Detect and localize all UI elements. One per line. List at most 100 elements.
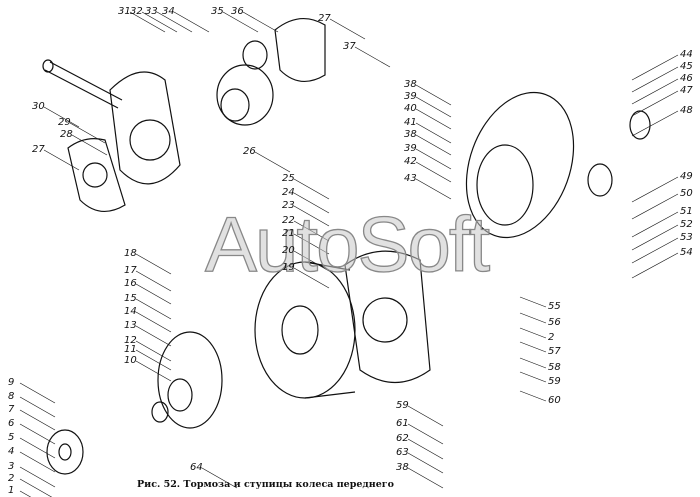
part-label: 21 [282, 228, 295, 239]
leader-line [135, 298, 172, 320]
leader-line [135, 253, 172, 275]
part-label: 50 [680, 188, 693, 199]
part-label: 4 [8, 446, 15, 457]
part-label: 14 [124, 306, 137, 317]
leader-line [354, 46, 391, 68]
part-label: 15 [124, 293, 137, 304]
wheel-hub [151, 331, 223, 429]
part-label: 45 [680, 61, 693, 72]
part-label: 36 [231, 6, 244, 17]
part-label: 56 [548, 317, 561, 328]
brake-shoe-assembly [344, 250, 431, 383]
leader-line [415, 84, 452, 106]
part-label: 30 [32, 101, 45, 112]
part-label: 16 [124, 278, 137, 289]
part-label: 35 [211, 6, 224, 17]
part-label: 29 [58, 117, 71, 128]
part-label: 17 [124, 265, 137, 276]
part-label: 34 [162, 6, 175, 17]
part-label: 7 [8, 404, 15, 415]
brake-drum [254, 261, 356, 399]
leader-line [519, 327, 547, 339]
leader-line [519, 357, 547, 369]
part-label: 53 [680, 232, 693, 243]
part-label: 46 [680, 73, 693, 84]
leader-line [415, 108, 452, 130]
leader-line [201, 467, 238, 489]
part-label: 13 [124, 320, 137, 331]
part-label: 37 [343, 41, 356, 52]
part-label: 2 [548, 332, 555, 343]
leader-line [43, 149, 80, 171]
leader-line [631, 252, 679, 279]
leader-line [407, 405, 444, 427]
leader-line [631, 211, 679, 238]
part-label: 26 [243, 146, 256, 157]
leader-line [19, 382, 56, 404]
leader-line [293, 267, 330, 289]
figure-caption: Рис. 52. Тормоза и ступицы колеса передн… [137, 479, 394, 490]
cover-plate-top [274, 18, 326, 82]
watermark: AutoSoft [204, 200, 491, 288]
leader-line [631, 224, 679, 251]
part-label: 10 [124, 355, 137, 366]
leader-line [519, 341, 547, 353]
leader-line [293, 220, 330, 242]
part-label: 9 [8, 377, 15, 388]
leader-line [415, 122, 452, 144]
leader-line [135, 340, 172, 362]
leader-line [135, 325, 172, 347]
part-label: 48 [680, 105, 693, 116]
part-label: 59 [396, 400, 409, 411]
leader-line [19, 437, 56, 459]
part-label: 61 [396, 418, 409, 429]
part-label: 38 [404, 79, 417, 90]
leader-line [631, 193, 679, 220]
leader-line [293, 192, 330, 214]
leader-line [19, 423, 56, 445]
hub-cap [46, 429, 84, 475]
part-label: 27 [32, 144, 45, 155]
leader-line [631, 90, 679, 117]
part-label: 51 [680, 206, 693, 217]
leader-line [631, 54, 679, 81]
leader-line [407, 452, 444, 474]
part-label: 47 [680, 85, 693, 96]
part-label: 6 [8, 418, 15, 429]
part-label: 39 [404, 143, 417, 154]
part-label: 60 [548, 395, 561, 406]
part-label: 55 [548, 301, 561, 312]
leader-line [631, 176, 679, 203]
leader-line [631, 66, 679, 93]
part-label: 25 [282, 173, 295, 184]
part-label: 12 [124, 335, 137, 346]
part-label: 3 [8, 461, 15, 472]
part-label: 18 [124, 248, 137, 259]
leader-line [254, 151, 291, 173]
part-label: 59 [548, 376, 561, 387]
leader-line [129, 11, 166, 33]
leader-line [19, 466, 56, 488]
leader-line [43, 106, 80, 128]
part-label: 22 [282, 215, 295, 226]
leader-line [407, 467, 444, 489]
part-label: 44 [680, 49, 693, 60]
leader-line [19, 409, 56, 431]
part-label: 38 [396, 462, 409, 473]
brake-camshaft [42, 59, 123, 109]
part-label: 32 [130, 6, 143, 17]
hub-bearing-parts [587, 110, 651, 197]
leader-line [293, 205, 330, 227]
part-label: 33 [145, 6, 158, 17]
part-label: 42 [404, 156, 417, 167]
leader-line [141, 11, 178, 33]
part-label: 64 [190, 462, 203, 473]
leader-line [631, 110, 679, 137]
leader-line [135, 283, 172, 305]
leader-line [135, 311, 172, 333]
leader-line [415, 134, 452, 156]
part-label: 39 [404, 91, 417, 102]
leader-line [329, 18, 366, 40]
